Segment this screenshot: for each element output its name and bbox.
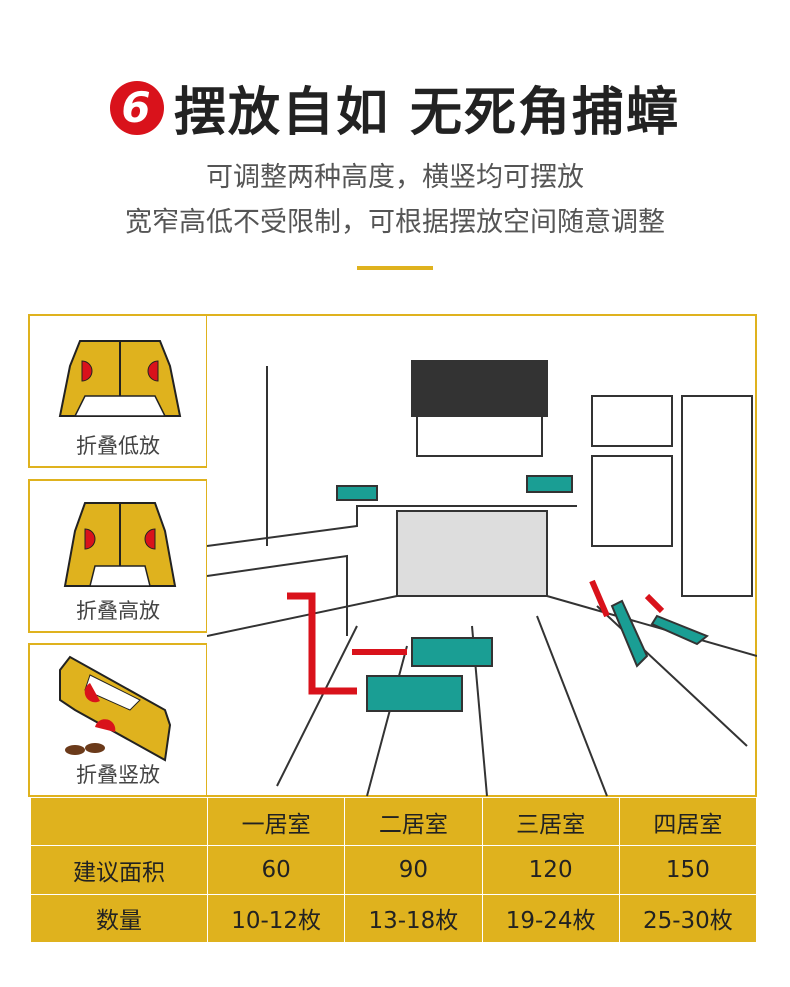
title-text: 摆放自如 无死角捕蟑 [173,83,681,143]
table-row: 数量 10-12枚 13-18枚 19-24枚 25-30枚 [30,893,758,944]
table-cell: 60 [206,845,346,895]
table-header: 四居室 [618,796,758,847]
subtitle-line-1: 可调整两种高度，横竖均可摆放 [206,162,584,193]
table-cell: 120 [481,845,620,895]
table-header: 一居室 [206,796,346,847]
table-cell: 10-12枚 [206,893,346,944]
table-cell: 19-24枚 [481,893,620,944]
table-cell: 13-18枚 [344,893,483,944]
table-header: 二居室 [344,796,483,847]
divider-bar [357,266,433,270]
table-cell: 90 [344,845,483,895]
table-cell [30,796,208,847]
row-label: 建议面积 [30,845,208,895]
table-cell: 25-30枚 [618,893,758,944]
trap-low-icon [58,340,182,417]
trap-vertical-icon [59,655,172,762]
trap-high-icon [63,502,177,587]
recommendation-table: 一居室 二居室 三居室 四居室 建议面积 60 90 120 150 数量 10… [30,796,758,944]
step-number-badge: 6 [109,80,164,135]
table-header: 三居室 [481,796,620,847]
panel-label: 折叠低放 [76,434,160,458]
panel-label: 折叠竖放 [76,763,160,787]
section-title: 6 摆放自如 无死角捕蟑 [0,70,790,145]
panel-low: 折叠低放 [28,314,208,468]
subtitle-line-2: 宽窄高低不受限制，可根据摆放空间随意调整 [125,207,665,238]
panel-high: 折叠高放 [28,479,208,633]
table-header-row: 一居室 二居室 三居室 四居室 [30,796,758,847]
row-label: 数量 [30,893,208,944]
panel-vertical: 折叠竖放 [28,643,208,797]
panel-label: 折叠高放 [76,599,160,623]
kitchen-illustration [206,314,758,797]
table-cell: 150 [618,845,758,895]
table-row: 建议面积 60 90 120 150 [30,845,758,895]
